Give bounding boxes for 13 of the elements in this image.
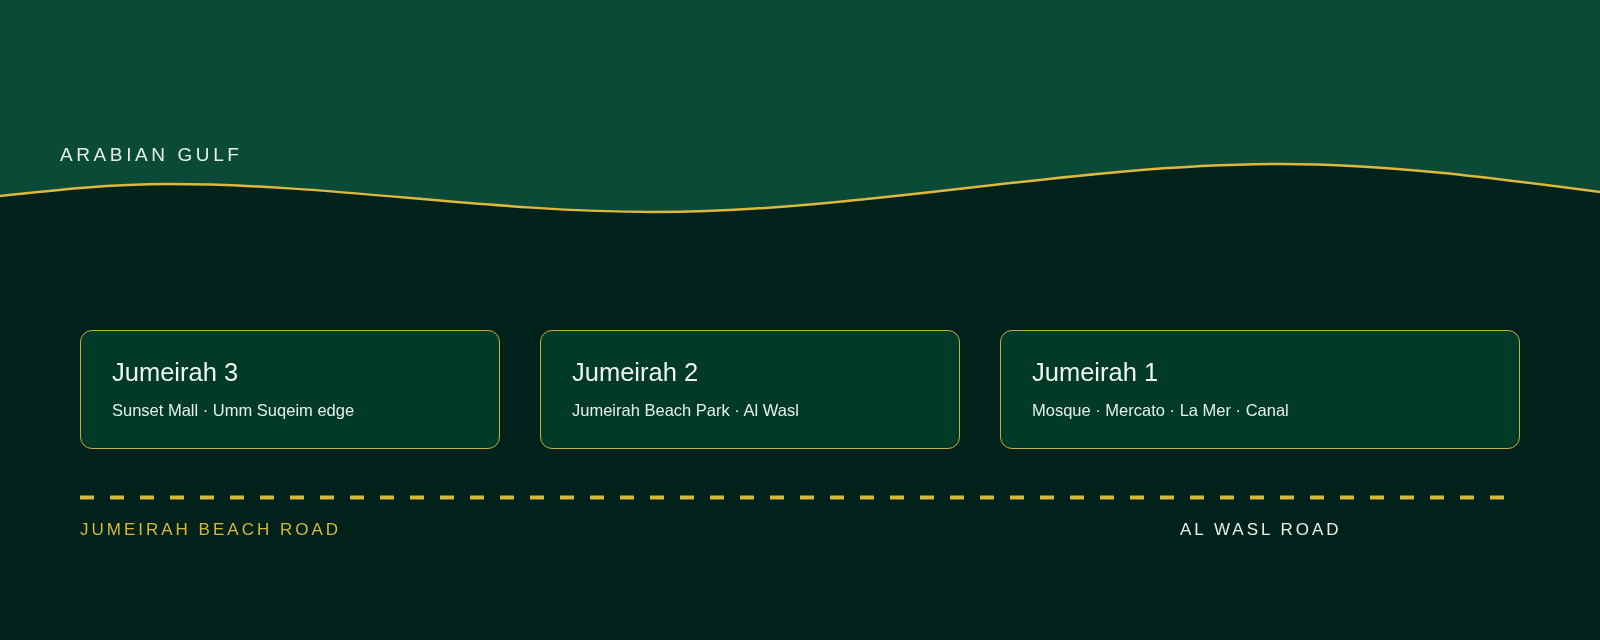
sea-area <box>0 0 1600 216</box>
road-label: JUMEIRAH BEACH ROAD <box>80 519 342 540</box>
district-name: Jumeirah 3 <box>112 357 239 387</box>
landmark-list: Sunset Mall · Umm Suqeim edge <box>112 400 355 420</box>
sea-label: ARABIAN GULF <box>60 143 243 166</box>
road-label: AL WASL ROAD <box>1180 519 1342 540</box>
district-name: Jumeirah 2 <box>572 357 699 387</box>
district-card <box>1000 330 1520 449</box>
landmark-list: Mosque · Mercato · La Mer · Canal <box>1032 400 1289 420</box>
landmark-list: Jumeirah Beach Park · Al Wasl <box>572 400 799 420</box>
district-card <box>540 330 960 449</box>
district-card <box>80 330 500 449</box>
district-name: Jumeirah 1 <box>1032 357 1159 387</box>
